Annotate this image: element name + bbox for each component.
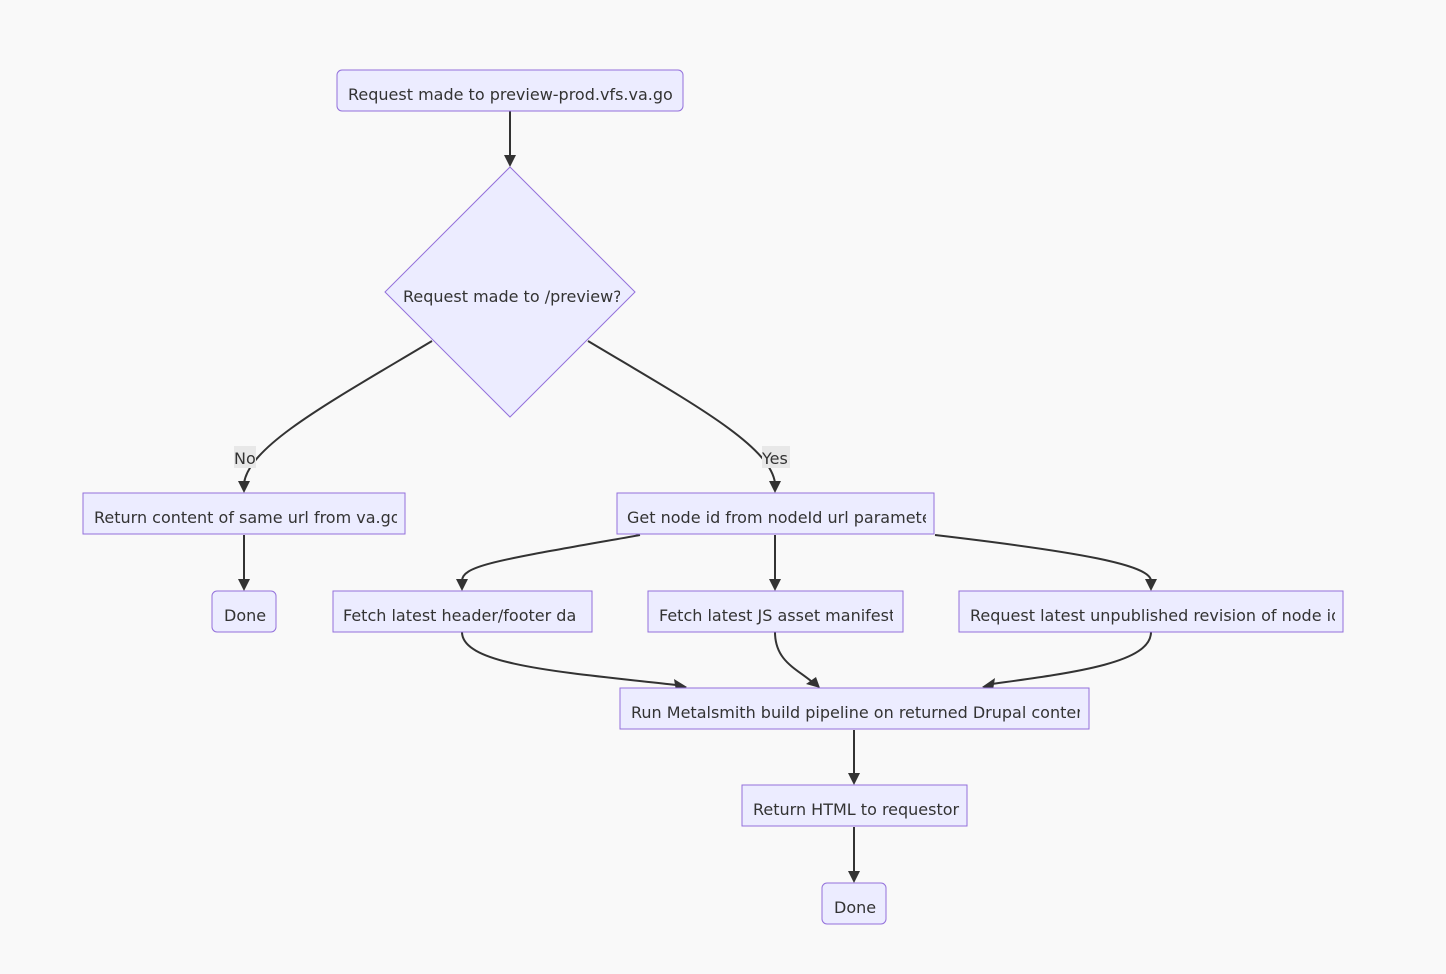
node-fetch-header-label: Fetch latest header/footer da bbox=[343, 606, 576, 625]
edge-fetch-js-to-metalsmith bbox=[774, 631, 820, 688]
node-fetch-js-label: Fetch latest JS asset manifest bbox=[659, 606, 895, 625]
node-run-metalsmith[interactable]: Run Metalsmith build pipeline on returne… bbox=[619, 687, 1090, 730]
node-fetch-header[interactable]: Fetch latest header/footer da bbox=[332, 590, 593, 633]
node-decision[interactable]: Request made to /preview? bbox=[384, 166, 636, 418]
edge-request-revision-to-metalsmith bbox=[982, 631, 1152, 690]
edge-return-va-to-done bbox=[238, 535, 250, 591]
edge-label-yes-text: Yes bbox=[761, 449, 788, 468]
edge-decision-to-get-node-id bbox=[587, 340, 781, 493]
node-return-va-label: Return content of same url from va.go bbox=[94, 508, 401, 527]
node-return-html[interactable]: Return HTML to requestor bbox=[741, 784, 968, 827]
node-get-node-id[interactable]: Get node id from nodeId url paramete bbox=[616, 492, 935, 535]
node-return-va[interactable]: Return content of same url from va.go bbox=[82, 492, 406, 535]
edge-return-html-to-done bbox=[848, 827, 860, 883]
edge-fetch-header-to-metalsmith bbox=[461, 631, 687, 691]
node-decision-label: Request made to /preview? bbox=[403, 287, 622, 306]
edge-get-node-to-fetch-header bbox=[456, 534, 641, 591]
node-done-bottom-label: Done bbox=[834, 898, 876, 917]
edge-label-no: No bbox=[234, 446, 256, 468]
node-done-bottom[interactable]: Done bbox=[821, 882, 887, 925]
node-request-revision-label: Request latest unpublished revision of n… bbox=[970, 606, 1341, 625]
edge-start-to-decision bbox=[504, 111, 516, 167]
edge-decision-to-return-va bbox=[238, 340, 433, 493]
node-return-html-label: Return HTML to requestor bbox=[753, 800, 960, 819]
node-start[interactable]: Request made to preview-prod.vfs.va.go bbox=[336, 69, 684, 112]
edge-get-node-to-request-revision bbox=[934, 534, 1157, 591]
node-get-node-id-label: Get node id from nodeId url paramete bbox=[627, 508, 932, 527]
node-start-label: Request made to preview-prod.vfs.va.go bbox=[348, 85, 673, 104]
node-fetch-js[interactable]: Fetch latest JS asset manifest bbox=[647, 590, 904, 633]
edge-label-no-text: No bbox=[234, 449, 256, 468]
edge-metalsmith-to-return-html bbox=[848, 730, 860, 785]
edge-label-yes: Yes bbox=[761, 446, 790, 468]
node-run-metalsmith-label: Run Metalsmith build pipeline on returne… bbox=[631, 703, 1083, 722]
node-done-left[interactable]: Done bbox=[211, 590, 277, 633]
node-done-left-label: Done bbox=[224, 606, 266, 625]
edge-get-node-to-fetch-js bbox=[769, 535, 781, 591]
node-request-revision[interactable]: Request latest unpublished revision of n… bbox=[958, 590, 1344, 633]
